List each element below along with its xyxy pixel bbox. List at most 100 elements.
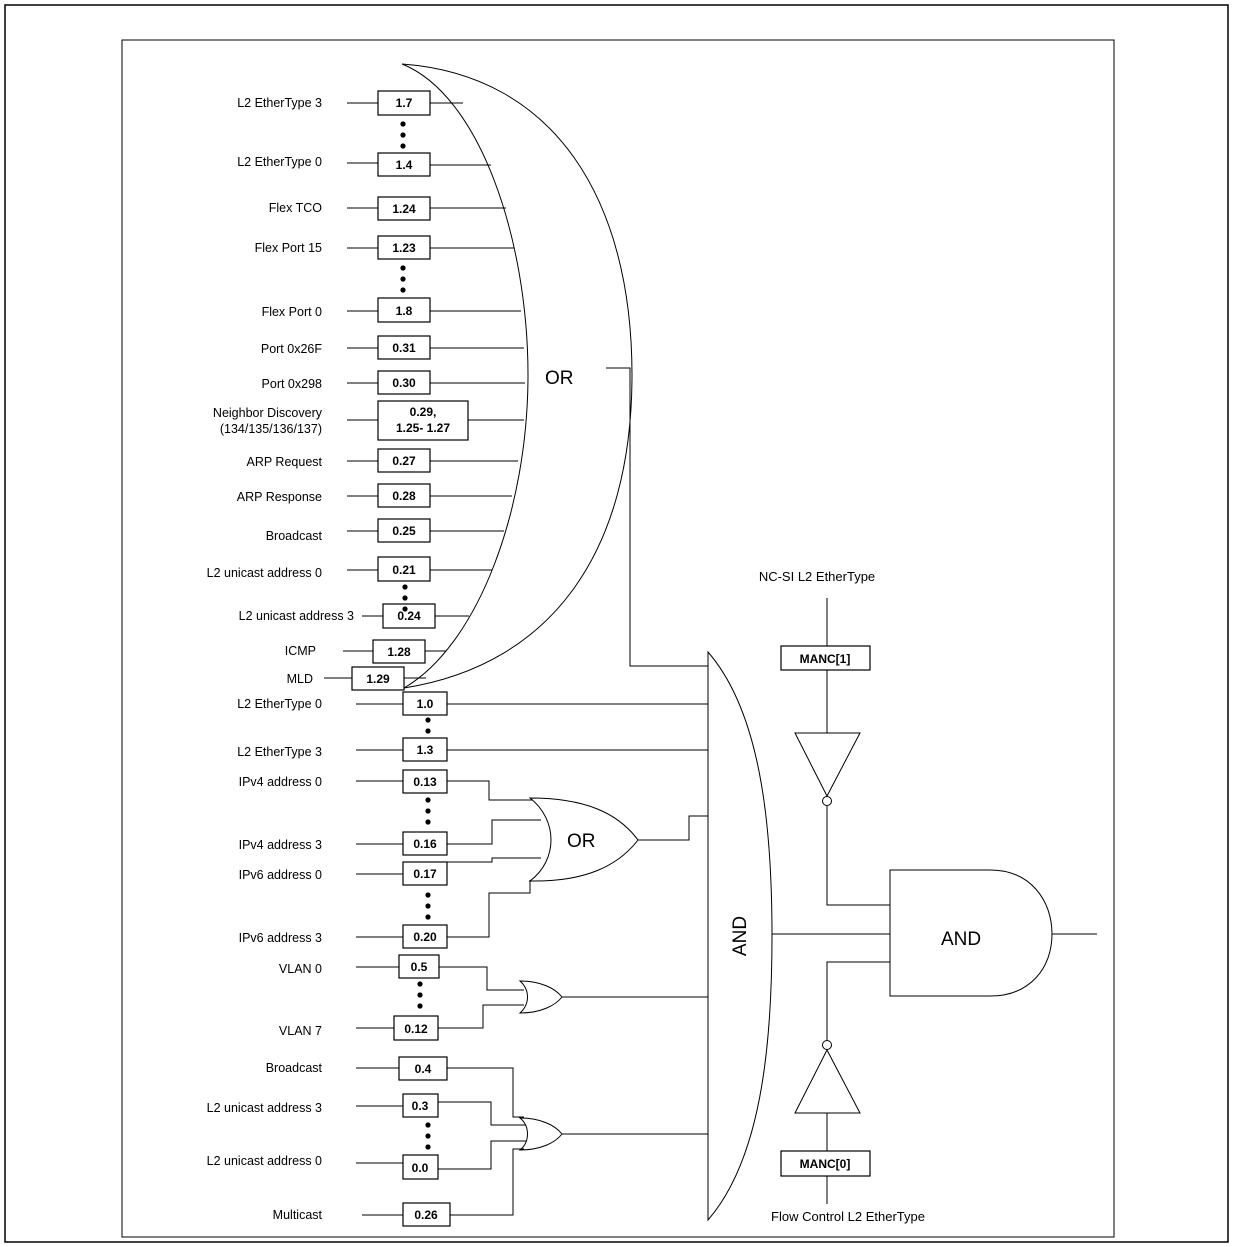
or-input-label: Flex Port 15 [255, 241, 322, 255]
nc-si-label: NC-SI L2 EtherType [759, 569, 875, 584]
or-input-box-text: 1.8 [396, 304, 413, 318]
or-input-box-text: 0.31 [392, 341, 416, 355]
or-input-label: Neighbor Discovery [213, 406, 323, 420]
and-input-box [402, 1154, 439, 1180]
or-input-box [377, 556, 431, 582]
flow-control-label: Flow Control L2 EtherType [771, 1209, 925, 1224]
wire [826, 806, 890, 906]
or-input-box-text: 0.29, [410, 405, 437, 419]
and-input-label: Broadcast [266, 1061, 323, 1075]
or-input-label: ICMP [285, 644, 316, 658]
inverter-bubble [822, 1040, 832, 1050]
and-input-label: VLAN 7 [279, 1024, 322, 1038]
wire [447, 780, 533, 801]
continuation-dot [425, 1122, 431, 1128]
and-input-box-text: 0.17 [413, 867, 437, 881]
diagram-frame [121, 39, 1115, 1238]
and-input-label: L2 EtherType 0 [237, 697, 322, 711]
or-input-label: Flex Port 0 [262, 305, 322, 319]
wire [826, 961, 890, 1040]
or-input-label: MLD [287, 672, 313, 686]
inverter-bubble [822, 796, 832, 806]
wire [447, 1067, 524, 1118]
or-input-box-text: 1.4 [396, 158, 413, 172]
or-input-label: Port 0x298 [262, 377, 323, 391]
big-or-label: OR [545, 368, 574, 389]
big-or-gate [401, 63, 529, 689]
continuation-dot [425, 892, 431, 898]
or-input-label: L2 EtherType 3 [237, 96, 322, 110]
or-input-box-text: 0.24 [397, 609, 421, 623]
and-input-box-text: 0.5 [411, 960, 428, 974]
and-input-box-text: 0.0 [412, 1161, 429, 1175]
or-input-box-text: 1.7 [396, 96, 413, 110]
continuation-dot [425, 914, 431, 920]
main-and-gate [707, 650, 773, 1222]
wire [447, 880, 531, 938]
manc1-box-text: MANC[1] [800, 652, 851, 666]
wire [438, 1140, 526, 1170]
and-input-box [393, 1015, 439, 1041]
or-input-box-text: 1.29 [366, 672, 390, 686]
or-input-label: ARP Request [246, 455, 322, 469]
wire [439, 966, 524, 991]
or-input-box [377, 400, 469, 441]
or-input-label: Flex TCO [269, 201, 323, 215]
and-input-box [402, 1093, 439, 1118]
wire [450, 1148, 524, 1216]
final-and-label: AND [941, 929, 981, 950]
continuation-dot [400, 287, 406, 293]
or-input-label: L2 EtherType 0 [237, 155, 322, 169]
and-input-label: L2 unicast address 3 [207, 1101, 322, 1115]
continuation-dot [425, 808, 431, 814]
or-input-box-text: 0.25 [392, 524, 416, 538]
wire [447, 857, 541, 863]
and-input-box-text: 0.3 [412, 1099, 429, 1113]
or-input-label: Broadcast [266, 529, 323, 543]
ip-or-gate [528, 797, 639, 882]
continuation-dot [417, 981, 423, 987]
or-input-box-text: 1.28 [387, 645, 411, 659]
and-input-box-text: 1.3 [417, 743, 434, 757]
and-input-box [402, 861, 448, 886]
continuation-dot [417, 992, 423, 998]
continuation-dot [425, 728, 431, 734]
wire [606, 367, 708, 667]
or-input-label: Port 0x26F [261, 342, 323, 356]
continuation-dot [425, 1133, 431, 1139]
and-input-label: L2 EtherType 3 [237, 745, 322, 759]
address-or-gate [518, 1117, 563, 1151]
or-input-box-text: 1.24 [392, 202, 416, 216]
continuation-dot [425, 903, 431, 909]
continuation-dot [417, 1003, 423, 1009]
or-input-box-text: 1.23 [392, 241, 416, 255]
manc0-box [780, 1150, 871, 1177]
wire [438, 1004, 524, 1029]
continuation-dot [400, 121, 406, 127]
big-or-gate [401, 63, 633, 689]
continuation-dot [400, 132, 406, 138]
main-and-label: AND [730, 916, 751, 956]
or-input-label: L2 unicast address 3 [239, 609, 354, 623]
or-input-box-text: 1.25- 1.27 [396, 421, 450, 435]
and-input-label: IPv4 address 3 [239, 838, 322, 852]
and-input-label: IPv6 address 3 [239, 931, 322, 945]
manc0-box-text: MANC[0] [800, 1157, 851, 1171]
and-input-box-text: 0.12 [404, 1022, 428, 1036]
wire [438, 1101, 526, 1126]
continuation-dot [402, 595, 408, 601]
and-input-box-text: 1.0 [417, 697, 434, 711]
continuation-dot [400, 143, 406, 149]
continuation-dot [425, 797, 431, 803]
continuation-dot [425, 819, 431, 825]
continuation-dot [400, 265, 406, 271]
outer-border [4, 4, 1229, 1243]
continuation-dot [402, 606, 408, 612]
vlan-or-gate [518, 980, 563, 1014]
and-input-box-text: 0.13 [413, 775, 437, 789]
or-input-box [382, 603, 436, 629]
or-input-label: (134/135/136/137) [220, 422, 322, 436]
or-input-box-text: 0.21 [392, 563, 416, 577]
or-input-box [377, 297, 431, 323]
